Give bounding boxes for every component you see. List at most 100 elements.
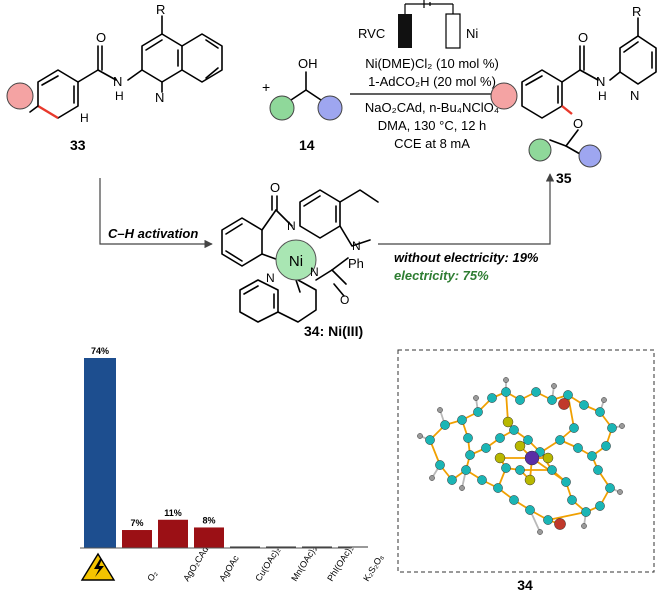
crystal-atom-h xyxy=(551,383,557,389)
crystal-atom-s xyxy=(494,452,506,464)
category-label-5: Mn(OAc)₃ xyxy=(289,544,319,583)
crystal-atom-c xyxy=(581,507,591,517)
product-green-circle xyxy=(528,138,552,162)
bar-0 xyxy=(84,358,116,548)
crystal-atom-s xyxy=(542,452,554,464)
complex-n4: N xyxy=(310,265,319,279)
crystal-atom-c xyxy=(547,395,557,405)
crystal-atom-c xyxy=(593,465,603,475)
bar-value-label-2: 11% xyxy=(164,508,182,518)
crystal-atom-c xyxy=(465,450,475,460)
without-electricity-label: without electricity: 19% xyxy=(394,250,539,265)
crystal-atom-c xyxy=(425,435,435,445)
complex-n3: N xyxy=(266,271,275,285)
condition-4: DMA, 130 °C, 12 h xyxy=(378,118,487,133)
product-amide-n: N xyxy=(596,74,605,89)
bar-2 xyxy=(158,519,188,548)
bar-value-label-3: 8% xyxy=(202,515,215,525)
nickel-complex-34 xyxy=(221,189,379,323)
crystal-atom-c xyxy=(515,465,525,475)
alcohol-14 xyxy=(287,71,325,103)
crystal-atom-c xyxy=(477,475,487,485)
crystal-atom-c xyxy=(461,465,471,475)
ortho-h-label: H xyxy=(80,111,89,125)
crystal-atom-s xyxy=(502,416,514,428)
category-label-7: K₂S₂O₈ xyxy=(361,552,385,583)
crystal-atom-c xyxy=(547,465,557,475)
crystal-atom-c xyxy=(561,477,571,487)
amide-o-label: O xyxy=(96,30,106,45)
crystal-atom-c xyxy=(587,451,597,461)
amide-n-label: N xyxy=(113,74,122,89)
crystal-atom-c xyxy=(495,433,505,443)
complex-benzoyl-o: O xyxy=(340,293,349,307)
lightning-icon xyxy=(80,552,116,581)
crystal-atom-c xyxy=(509,425,519,435)
bar-3 xyxy=(194,527,224,548)
crystal-atom-c xyxy=(435,460,445,470)
condition-2: 1-AdCO₂H (20 mol %) xyxy=(368,74,496,89)
crystal-atom-c xyxy=(509,495,519,505)
crystal-atom-c xyxy=(595,407,605,417)
amide-h-label: H xyxy=(115,89,124,103)
crystal-atom-c xyxy=(501,387,511,397)
crystal-atom-o xyxy=(558,398,570,410)
crystal-atom-c xyxy=(473,407,483,417)
plus-sign: + xyxy=(262,79,270,95)
crystal-atom-c xyxy=(531,387,541,397)
crystal-atom-c xyxy=(601,441,611,451)
product-quinoline-n: N xyxy=(630,88,639,103)
crystal-atom-h xyxy=(437,407,443,413)
phenyl-label: Ph xyxy=(348,256,364,271)
crystal-atom-c xyxy=(447,475,457,485)
electricity-arrow xyxy=(378,173,555,245)
nickel-center xyxy=(275,239,317,281)
hydroxy-label: OH xyxy=(298,56,318,71)
crystal-atom-s xyxy=(514,440,526,452)
product-ether-o: O xyxy=(573,116,583,131)
category-label-1: O₂ xyxy=(145,568,159,583)
crystal-atom-c xyxy=(563,390,573,400)
crystal-atom-c xyxy=(573,443,583,453)
crystal-atom-c xyxy=(595,501,605,511)
crystal-atom-c xyxy=(501,463,511,473)
condition-3: NaO₂CAd, n-Bu₄NClO₄ xyxy=(365,100,499,115)
substrate-label: 33 xyxy=(70,137,86,153)
crystal-atom-h xyxy=(537,529,543,535)
crystal-atom-h xyxy=(503,377,509,383)
rvc-electrode xyxy=(398,14,412,48)
product-amide-h: H xyxy=(598,89,607,103)
green-substituent-circle xyxy=(269,95,295,121)
crystal-atom-c xyxy=(440,420,450,430)
crystal-bond xyxy=(567,394,575,429)
crystal-atom-c xyxy=(555,435,565,445)
crystal-atom-h xyxy=(619,423,625,429)
complex-n2: N xyxy=(352,239,361,253)
crystal-atom-c xyxy=(579,400,589,410)
product-purple-circle xyxy=(578,144,602,168)
anode-label: RVC xyxy=(358,26,385,41)
product-35 xyxy=(521,17,657,155)
crystal-bond xyxy=(547,511,587,521)
crystal-atom-ni xyxy=(524,450,540,466)
crystal-atom-s xyxy=(524,474,536,486)
product-label: 35 xyxy=(556,170,572,186)
purple-substituent-circle xyxy=(317,95,343,121)
complex-carbonyl-o: O xyxy=(270,180,280,195)
nickel-label: Ni xyxy=(289,253,303,270)
crystal-atom-c xyxy=(607,423,617,433)
ch-activation-label: C–H activation xyxy=(108,226,198,241)
crystal-atom-h xyxy=(459,485,465,491)
crystal-atom-h xyxy=(617,489,623,495)
ch-activation-arrow xyxy=(99,178,213,249)
crystal-label: 34 xyxy=(517,577,533,593)
cathode-label: Ni xyxy=(466,26,478,41)
bar-1 xyxy=(122,530,152,548)
quinoline-n-label: N xyxy=(155,90,164,105)
intermediate-label: 34: Ni(III) xyxy=(304,323,363,339)
electrochemical-cell xyxy=(398,0,461,49)
crystal-atom-c xyxy=(515,395,525,405)
category-label-3: AgOAc xyxy=(217,553,241,583)
crystal-atom-o xyxy=(554,518,566,530)
